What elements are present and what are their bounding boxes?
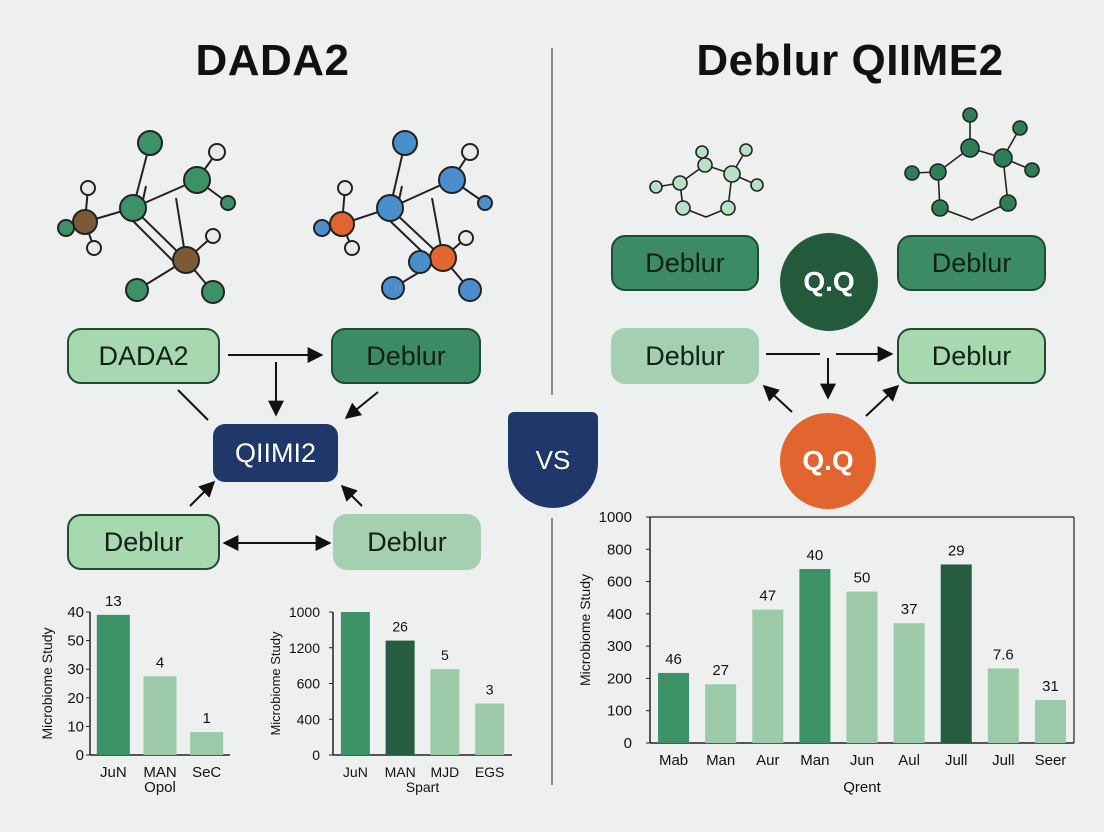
bar-data-label: 5 (441, 647, 449, 663)
x-axis-title: Qrent (843, 779, 881, 796)
deblur-qiime2-title: Deblur QIIME2 (696, 36, 1004, 85)
right-node-deblur-mid-left: Deblur (611, 328, 759, 384)
bar-data-label: 40 (807, 547, 824, 564)
bar (430, 669, 460, 755)
left-node-deblur-top: Deblur (331, 328, 481, 384)
y-axis-title: Microbiome Study (577, 574, 593, 686)
y-tick-label: 400 (297, 711, 321, 727)
x-tick-label: EGS (475, 764, 505, 780)
x-tick-label: JuN (100, 764, 127, 781)
y-axis-title: Microbiome Study (268, 631, 283, 736)
bar-data-label: 3 (486, 682, 494, 698)
bar (340, 612, 370, 755)
bar (705, 684, 737, 743)
x-axis-title: Opol (144, 779, 176, 796)
bar-data-label: 7.6 (993, 646, 1014, 663)
y-tick-label: 10 (67, 718, 84, 735)
x-tick-label: Jun (850, 752, 874, 769)
x-tick-label: JuN (343, 764, 368, 780)
bar (846, 591, 878, 743)
bar (987, 668, 1019, 743)
bar (1034, 700, 1066, 743)
right-node-deblur-top-right: Deblur (897, 235, 1046, 291)
y-tick-label: 1000 (599, 509, 632, 526)
bar (143, 676, 177, 755)
y-tick-label: 50 (67, 633, 84, 650)
bar-data-label: 13 (105, 593, 122, 610)
molecule-blue-icon (313, 130, 493, 302)
y-tick-label: 0 (312, 747, 320, 763)
bar (940, 564, 972, 743)
bar-data-label: 37 (901, 601, 918, 618)
bar (475, 703, 505, 755)
y-axis-title: Microbiome Study (39, 627, 55, 739)
right-node-deblur-mid-right: Deblur (897, 328, 1046, 384)
x-tick-label: Seer (1035, 752, 1067, 769)
y-tick-label: 1000 (289, 604, 320, 620)
bar (752, 609, 784, 743)
dada2-title: DADA2 (195, 36, 350, 85)
y-tick-label: 600 (297, 676, 321, 692)
y-tick-label: 30 (67, 661, 84, 678)
x-tick-label: MAN (385, 764, 416, 780)
bar-data-label: 26 (392, 619, 408, 635)
bar (799, 568, 831, 743)
x-axis-title: Spart (406, 779, 440, 795)
x-tick-label: Aur (756, 752, 779, 769)
y-tick-label: 40 (67, 604, 84, 621)
bar-data-label: 27 (712, 662, 729, 679)
bar (658, 672, 690, 743)
y-tick-label: 600 (607, 574, 632, 591)
vs-badge: VS (508, 412, 598, 508)
bar-data-label: 31 (1042, 678, 1059, 695)
molecule-dark-ring-icon (904, 107, 1040, 221)
x-tick-label: Jull (992, 752, 1015, 769)
left-flow-arrows (177, 347, 379, 551)
bar-data-label: 29 (948, 542, 965, 559)
x-tick-label: Aul (898, 752, 920, 769)
x-tick-label: MJD (430, 764, 459, 780)
y-tick-label: 100 (607, 703, 632, 720)
right-circle-qq-bottom: Q.Q (780, 413, 876, 509)
molecule-light-ring-icon (649, 143, 764, 218)
bar (96, 614, 130, 755)
bar-data-label: 47 (759, 588, 776, 605)
x-tick-label: Mab (659, 752, 688, 769)
right-node-deblur-top-left: Deblur (611, 235, 759, 291)
y-tick-label: 1200 (289, 640, 320, 656)
left-node-deblur-bottom-left: Deblur (67, 514, 220, 570)
left-node-deblur-bottom-right: Deblur (333, 514, 481, 570)
x-tick-label: MAN (143, 764, 176, 781)
bar-data-label: 1 (202, 710, 210, 727)
right-flow-arrows (762, 346, 900, 417)
y-tick-label: 0 (76, 747, 84, 764)
left-node-dada2: DADA2 (67, 328, 220, 384)
bar-data-label: 50 (854, 570, 871, 587)
x-tick-label: SeC (192, 764, 221, 781)
molecule-green-icon (57, 130, 236, 304)
bar (190, 732, 224, 755)
x-tick-label: Man (706, 752, 735, 769)
left-node-qiimi2: QIIMI2 (213, 424, 338, 482)
bar-data-label: 46 (665, 651, 682, 668)
bar (385, 640, 415, 755)
y-tick-label: 800 (607, 541, 632, 558)
y-tick-label: 200 (607, 670, 632, 687)
y-tick-label: 20 (67, 690, 84, 707)
right-circle-qq-top: Q.Q (780, 233, 878, 331)
x-tick-label: Man (800, 752, 829, 769)
bar (893, 623, 925, 743)
y-tick-label: 300 (607, 638, 632, 655)
bar-data-label: 4 (156, 654, 164, 671)
y-tick-label: 0 (624, 735, 632, 752)
x-tick-label: Jull (945, 752, 968, 769)
y-tick-label: 400 (607, 606, 632, 623)
